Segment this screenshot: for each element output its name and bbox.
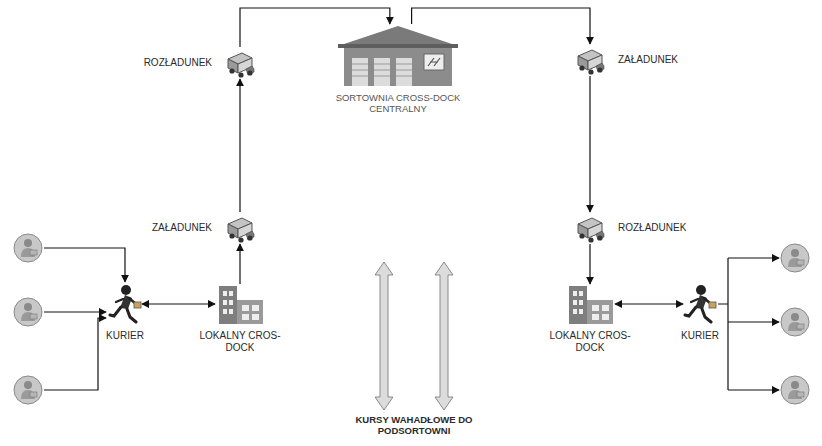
flow-arrow [142, 303, 215, 304]
truck-icon: ROZŁADUNEK [224, 47, 256, 79]
shuttle-arrow [375, 262, 393, 410]
customer-icon [781, 308, 809, 336]
sorting-hub: SORTOWNIA CROSS-DOCK CENTRALNY [330, 24, 466, 86]
flow-arrow [589, 76, 590, 212]
node-label: SORTOWNIA CROSS-DOCK CENTRALNY [323, 92, 473, 115]
flow-arrow [589, 244, 590, 284]
truck-icon: ROZŁADUNEK [574, 212, 606, 244]
caption-label: KURSY WAHADŁOWE DO PODSORTOWNI [334, 414, 494, 437]
node-label: ROZŁADUNEK [144, 57, 212, 69]
delivery-line [718, 258, 728, 390]
local-crossdock: LOKALNY CROS-DOCK [565, 284, 615, 324]
local-crossdock-shape [565, 284, 615, 324]
customer-icon [781, 244, 809, 272]
node-label: LOKALNY CROS-DOCK [198, 330, 282, 354]
truck-icon: ZAŁADUNEK [224, 212, 256, 244]
courier-icon-shape [108, 284, 142, 324]
truck-icon: ZAŁADUNEK [574, 44, 606, 76]
customer-icon [14, 298, 42, 326]
local-crossdock-shape [215, 284, 265, 324]
shuttle-arrow [435, 262, 453, 410]
customer-icon [14, 234, 42, 262]
truck-icon-shape [574, 212, 606, 244]
courier-icon-shape [683, 284, 717, 324]
local-crossdock: LOKALNY CROS-DOCK [215, 284, 265, 324]
pickup-line [44, 311, 106, 312]
node-label: LOKALNY CROS-DOCK [548, 330, 632, 354]
courier-icon: KURIER [683, 284, 717, 324]
truck-icon-shape [224, 212, 256, 244]
node-label: ZAŁADUNEK [618, 54, 678, 66]
customer-icon [14, 376, 42, 404]
delivery-line [728, 257, 779, 258]
customer-icon [781, 376, 809, 404]
delivery-line [728, 389, 779, 390]
pickup-line [44, 248, 125, 282]
courier-icon: KURIER [108, 284, 142, 324]
truck-icon-shape [574, 44, 606, 76]
truck-icon-shape [224, 47, 256, 79]
delivery-line [728, 321, 779, 322]
node-label: KURIER [670, 330, 730, 342]
flow-arrow [239, 79, 240, 212]
flow-arrow [412, 8, 590, 44]
node-label: ROZŁADUNEK [618, 222, 686, 234]
flow-arrow [239, 244, 240, 284]
flow-arrow [615, 303, 683, 304]
sorting-hub-shape [330, 24, 466, 86]
pickup-line [44, 318, 106, 390]
node-label: ZAŁADUNEK [152, 222, 212, 234]
node-label: KURIER [95, 330, 155, 342]
